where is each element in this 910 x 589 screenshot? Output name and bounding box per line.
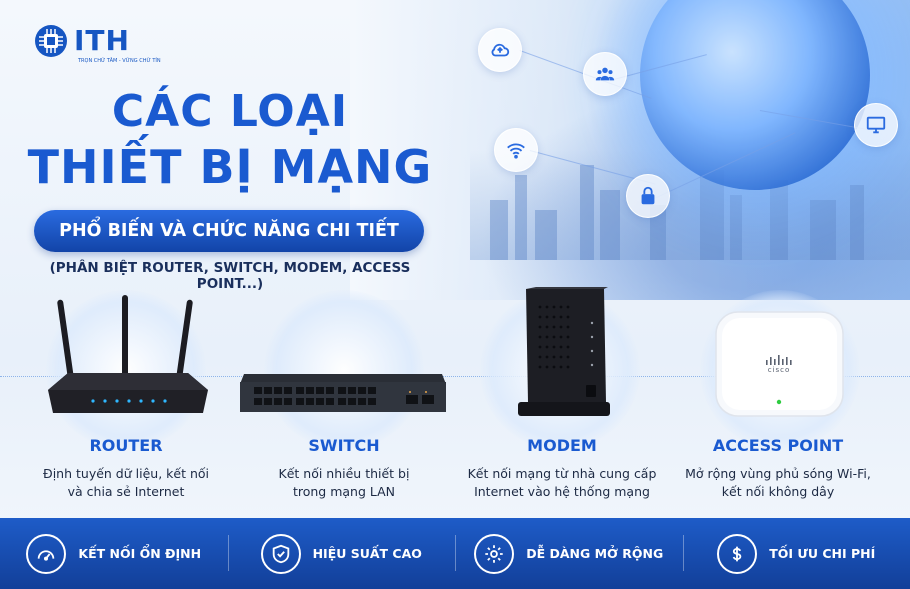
feature-label: HIỆU SUẤT CAO <box>312 546 422 561</box>
subtitle-note: (PHÂN BIỆT ROUTER, SWITCH, MODEM, ACCESS… <box>49 260 411 292</box>
wifi-icon <box>494 128 538 172</box>
users-icon <box>583 52 627 96</box>
lock-icon <box>626 174 670 218</box>
switch-icon <box>240 374 446 412</box>
monitor-icon <box>854 103 898 147</box>
product-desc: Mở rộng vùng phủ sóng Wi-Fi, kết nối khô… <box>685 466 871 499</box>
subtitle-pill: PHỔ BIẾN VÀ CHỨC NĂNG CHI TIẾT <box>34 210 424 252</box>
product-name: SWITCH <box>308 436 380 455</box>
feature-easy-expansion: DỄ DÀNG MỞ RỘNG <box>455 518 683 589</box>
product-desc: Định tuyến dữ liệu, kết nối và chia sẻ I… <box>43 466 209 499</box>
product-access-point: ACCESS POINT Mở rộng vùng phủ sóng Wi-Fi… <box>668 436 888 501</box>
access-point-icon <box>715 311 844 417</box>
cloud-icon <box>478 28 522 72</box>
connection-line <box>0 376 910 377</box>
speedometer-icon <box>26 533 67 574</box>
feature-label: KẾT NỐI ỔN ĐỊNH <box>78 546 202 561</box>
product-router: ROUTER Định tuyến dữ liệu, kết nối và ch… <box>16 436 236 501</box>
title-line-2: THIẾT BỊ MẠNG <box>27 140 433 194</box>
feature-bar: KẾT NỐI ỔN ĐỊNH HIỆU SUẤT CAO DỄ DÀNG MỞ… <box>0 518 910 589</box>
globe <box>640 0 870 190</box>
title-line-1: CÁC LOẠI <box>111 86 349 137</box>
feature-label: TỐI ƯU CHI PHÍ <box>769 546 876 561</box>
feature-high-performance: HIỆU SUẤT CAO <box>227 518 456 589</box>
feature-stable-connection: KẾT NỐI ỔN ĐỊNH <box>0 518 228 589</box>
ap-brand-label: cisco <box>767 366 791 374</box>
feature-label: DỄ DÀNG MỞ RỘNG <box>526 546 664 561</box>
product-name: ROUTER <box>89 436 163 455</box>
logo-slogan: TRỌN CHỮ TÂM - VỮNG CHỮ TÍN <box>78 58 161 64</box>
chip-icon <box>35 25 67 57</box>
product-switch: SWITCH Kết nối nhiều thiết bị trong mạng… <box>234 436 454 501</box>
brand-logo: ITH <box>34 24 130 58</box>
feature-cost-optimization: TỐI ƯU CHI PHÍ <box>682 518 910 589</box>
router-icon <box>48 295 208 413</box>
modem-icon <box>518 287 610 416</box>
product-desc: Kết nối nhiều thiết bị trong mạng LAN <box>278 466 410 499</box>
product-name: ACCESS POINT <box>712 436 844 455</box>
dollar-coin-icon <box>717 533 758 574</box>
logo-text: ITH <box>74 24 130 57</box>
product-modem: MODEM Kết nối mạng từ nhà cung cấp Inter… <box>452 436 672 501</box>
shield-check-icon <box>260 533 301 574</box>
product-name: MODEM <box>527 436 597 455</box>
gear-icon <box>474 533 515 574</box>
product-desc: Kết nối mạng từ nhà cung cấp Internet và… <box>467 466 657 499</box>
